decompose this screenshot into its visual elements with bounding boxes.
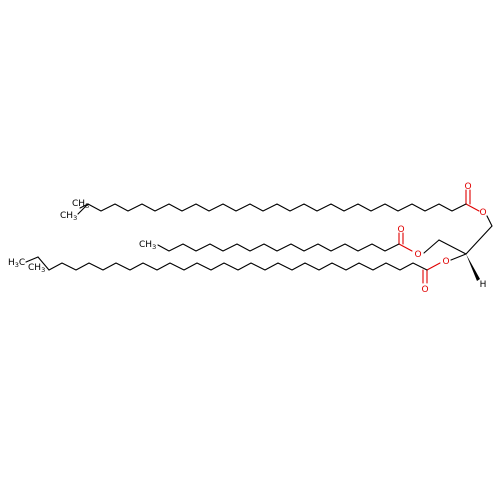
middle-chain-zigzag <box>157 243 400 252</box>
middle-chain-terminal-methyl: CH3 <box>139 240 156 251</box>
top-branch-c: C <box>72 199 78 209</box>
oxygen-label-ester-1: O <box>479 208 486 218</box>
hydrogen-label: H <box>480 280 487 290</box>
bot-branch-c: C <box>28 263 34 273</box>
middle-acyl-chain <box>157 232 413 252</box>
bottom-ethyl-bond-2 <box>25 256 39 263</box>
mid-terminal-sub: 3 <box>152 243 156 251</box>
bond-c3-c2 <box>465 225 493 255</box>
glycerol-backbone <box>423 215 493 281</box>
top-terminal-sub: 3 <box>73 214 77 222</box>
top-branch-bond <box>77 203 89 215</box>
bottom-chain-branch-methyl: CH3 <box>28 263 45 274</box>
mid-terminal-c: C <box>139 240 145 250</box>
bot-branch-sub: 3 <box>41 266 45 274</box>
bottom-acyl-chain <box>25 256 441 284</box>
top-acyl-chain <box>77 189 480 215</box>
stereo-wedge-bond <box>466 254 480 281</box>
oxygen-label-carbonyl-1: O <box>464 182 471 192</box>
atom-labels: O O O O O O H CH3 CH3 CH3 H3C CH3 <box>8 182 487 295</box>
bot-terminal-h: H <box>8 258 15 268</box>
bot-terminal-sub: 3 <box>15 261 19 269</box>
mid-terminal-h: H <box>145 240 152 250</box>
bond-o1-carbonyl <box>465 203 480 212</box>
bot-branch-h: H <box>34 263 41 273</box>
top-branch-sub: 3 <box>85 202 89 210</box>
bond-c2-o3 <box>450 253 467 261</box>
bond-o2-carbonyl <box>398 243 413 252</box>
bottom-chain-terminal-methyl: H3C <box>8 258 25 269</box>
top-methyl-bond <box>79 203 89 209</box>
top-terminal-h: H <box>66 211 73 221</box>
oxygen-label-ester-3: O <box>442 257 449 267</box>
top-chain-zigzag <box>87 203 467 212</box>
top-chain-branch-methyl: CH3 <box>72 199 89 210</box>
bottom-chain-zigzag <box>48 262 428 271</box>
bot-terminal-c: C <box>19 258 25 268</box>
bond-o3-carbonyl <box>426 262 441 271</box>
top-terminal-c: C <box>60 211 66 221</box>
top-chain-terminal-methyl: CH3 <box>60 211 77 222</box>
oxygen-label-carbonyl-3: O <box>421 285 428 295</box>
top-branch-h: H <box>78 199 85 209</box>
bond-c3-o1 <box>486 215 493 227</box>
bond-c1-o2 <box>423 239 440 254</box>
oxygen-label-carbonyl-2: O <box>397 225 404 235</box>
bond-c2-c1 <box>438 239 467 255</box>
bottom-ethyl-bond <box>37 256 50 271</box>
oxygen-label-ester-2: O <box>414 250 421 260</box>
